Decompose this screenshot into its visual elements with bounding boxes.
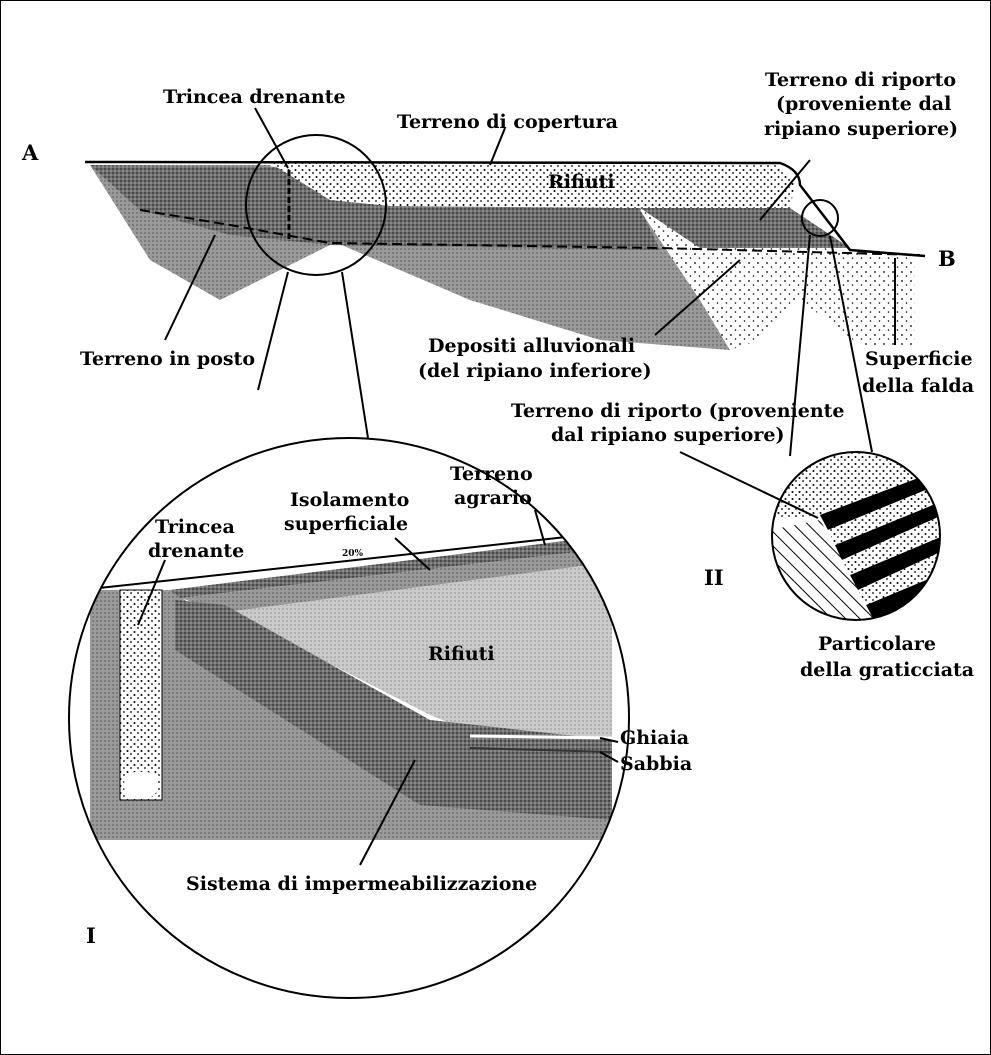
detail-i-number: I xyxy=(86,923,96,948)
label-water-line2: della falda xyxy=(862,375,974,397)
detail-i-label-waste: Rifiuti xyxy=(428,643,495,665)
point-b-label: B xyxy=(938,246,956,271)
label-water-line1: Superficie xyxy=(865,348,973,370)
detail-i-label-trench-line2: drenante xyxy=(148,540,244,562)
detail-i-label-seal: Sistema di impermeabilizzazione xyxy=(186,873,537,895)
leader-zoom-i-right xyxy=(342,272,368,438)
detail-i-trench-pipe xyxy=(124,772,158,798)
label-cover: Terreno di copertura xyxy=(397,111,618,133)
detail-ii xyxy=(680,450,945,625)
detail-i-label-gravel: Ghiaia xyxy=(620,727,689,749)
detail-i-label-topsoil-line2: agrario xyxy=(454,487,532,509)
point-a-label: A xyxy=(21,140,39,165)
label-waste: Rifiuti xyxy=(548,171,615,193)
detail-ii-number: II xyxy=(704,565,724,590)
leader-cover xyxy=(490,128,505,165)
leader-zoom-i-left xyxy=(258,272,288,390)
detail-i-label-insulation-line1: Isolamento xyxy=(290,489,409,511)
label-alluvial-line1: Depositi alluvionali xyxy=(428,335,635,357)
label-alluvial-line2: (del ripiano inferiore) xyxy=(418,360,652,382)
detail-i-label-trench-line1: Trincea xyxy=(155,516,235,538)
detail-ii-caption-line1: Particolare xyxy=(818,633,936,655)
leader-trench xyxy=(255,108,288,168)
detail-i-gravel-line xyxy=(470,736,612,738)
label-fill-line1: Terreno di riporto xyxy=(765,69,956,91)
detail-i-label-insulation-line2: superficiale xyxy=(284,513,408,535)
label-fill-line2: (proveniente dal xyxy=(776,93,951,115)
detail-ii-caption-line2: della graticciata xyxy=(800,659,974,681)
label-fill-line3: ripiano superiore) xyxy=(764,118,958,140)
detail-i-label-sand: Sabbia xyxy=(620,753,692,775)
detail-i-label-topsoil-line1: Terreno xyxy=(450,463,533,485)
label-native: Terreno in posto xyxy=(80,348,255,370)
detail-i-slope-label: 20% xyxy=(342,549,364,559)
detail-ii-label-fill-line1: Terreno di riporto (proveniente xyxy=(511,400,845,422)
detail-ii-label-fill-line2: dal ripiano superiore) xyxy=(551,424,784,446)
cover-soil-layer xyxy=(270,163,795,208)
detail-i-trench xyxy=(120,590,162,800)
label-trench: Trincea drenante xyxy=(163,86,346,108)
